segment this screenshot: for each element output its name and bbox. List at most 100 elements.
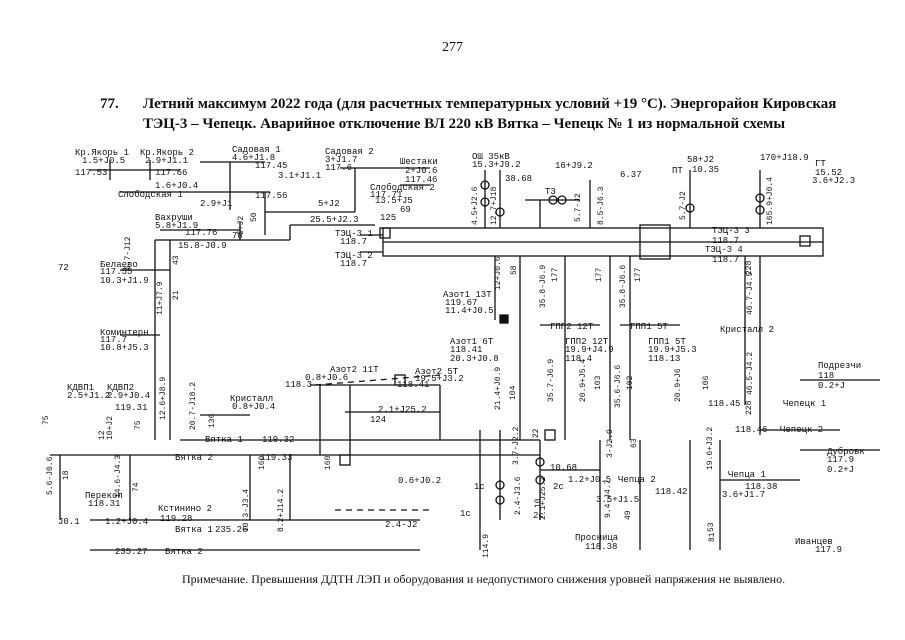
number-label: 21 <box>172 290 181 300</box>
node-label: ПТ <box>672 166 683 176</box>
vertical-label: 46.7-J4.5 <box>746 272 755 315</box>
vertical-label: 20.9+J6 <box>674 368 683 402</box>
number-label: 160 <box>324 455 333 470</box>
node-voltage: 118.41 <box>450 345 482 355</box>
node-label: Дубровк <box>827 447 865 457</box>
flow-label: 1.2+J0.5 <box>568 475 611 485</box>
node-label: 19.9+J5.3 <box>648 345 697 355</box>
node-label: 0.2+J <box>818 381 845 391</box>
node-label: 0.8+J0.6 <box>305 373 348 383</box>
node-label: 4.6+J1.8 <box>232 153 275 163</box>
node-label: ГПП1 5Т <box>648 337 686 347</box>
number-label: 228 <box>745 400 754 415</box>
node-label: Иванцев <box>795 537 833 547</box>
node-label: 3.5+J1.5 <box>596 495 639 505</box>
node-label: КДВП1 <box>67 383 94 393</box>
node-label: Подрезчи <box>818 361 861 371</box>
node-label: 2.9+J0.4 <box>107 391 150 401</box>
number-label: 22 <box>532 428 541 438</box>
node-label: Просница <box>575 533 619 543</box>
node-voltage: 119.32 <box>262 435 294 445</box>
vertical-label: 5.7-J12 <box>124 236 133 270</box>
vertical-label: 5.7-J2 <box>574 193 583 222</box>
number-label: 74 <box>132 482 141 492</box>
number-label: 125 <box>380 213 396 223</box>
flow-label: 3.1+J1.1 <box>278 171 321 181</box>
number-label: 75 <box>42 415 51 425</box>
number-label: 63 <box>630 438 639 448</box>
vertical-labels: 4.5+J2.6 12.7+J18 5.7-J2 8.5-J6.3 5.7-J2… <box>46 177 775 532</box>
vertical-label: 20.9+J5.4 <box>579 359 588 402</box>
node-voltage: 117.46 <box>405 175 437 185</box>
vertical-label: 19.6+J3.2 <box>706 427 715 470</box>
node-voltage: 118.31 <box>88 499 120 509</box>
vertical-label: 8.2+J14.2 <box>277 489 286 532</box>
number-label: 43 <box>172 255 181 265</box>
title-line-1: Летний максимум 2022 года (для расчетных… <box>143 96 837 112</box>
switch-label: 2с <box>533 511 544 521</box>
vertical-label: 10+J2 <box>106 416 115 440</box>
node-label: 16+J9.2 <box>555 161 593 171</box>
node-label: Слободская 2 <box>370 183 435 193</box>
node-voltage: 235.27 <box>115 547 147 557</box>
number-label: 78 <box>232 231 243 241</box>
node-label: Вятка 1 <box>205 435 243 445</box>
node-label: 0.8+J0.4 <box>232 402 275 412</box>
vertical-label: 5.6-J0.6 <box>46 456 55 495</box>
node-label: ГТ <box>815 159 826 169</box>
node-label: 19.9+J4.9 <box>565 345 614 355</box>
vertical-label: 35.8-J6.6 <box>619 265 628 308</box>
node-label: КДВП2 <box>107 383 134 393</box>
node-voltage: 15.52 <box>815 168 842 178</box>
number-label: 102 <box>626 375 635 390</box>
flow-label: 5+J2 <box>318 199 340 209</box>
footnote: Примечание. Превышения ДДТН ЛЭП и оборуд… <box>182 572 786 586</box>
switch-label: 2с <box>553 482 564 492</box>
number-label: 81 <box>708 532 717 542</box>
node-label: Садовая 2 <box>325 147 374 157</box>
node-voltage: 119.33 <box>260 453 292 463</box>
number-label: 114.9 <box>482 534 491 558</box>
node-label: 1.5+J0.5 <box>82 156 125 166</box>
vertical-label: 20.7-J18.2 <box>189 382 198 430</box>
vertical-label: 35.8-J6.9 <box>539 265 548 308</box>
flow-label: 2.4-J2 <box>385 520 417 530</box>
node-label: 10.8+J5.3 <box>100 343 149 353</box>
node-label: Вахруши <box>155 213 193 223</box>
node-voltage: 118.42 <box>655 487 687 497</box>
node-label: Чепецк 1 <box>783 399 826 409</box>
number-label: 69 <box>400 205 411 215</box>
number-label: 136 <box>208 413 217 428</box>
node-voltage: 117.45 <box>255 161 287 171</box>
node-voltage: 118.7 <box>712 236 739 246</box>
vertical-label: 3-J2.9 <box>606 429 615 458</box>
node-label: ТЭЦ-3 4 <box>705 245 743 255</box>
node-label: 2.5+J1.2 <box>67 391 110 401</box>
number-label: 12 <box>98 430 107 440</box>
node-label: Азот2 11Т <box>330 365 379 375</box>
node-label: Азот1 13Т <box>443 290 492 300</box>
vertical-label: 12.7+J18 <box>490 186 499 225</box>
node-label: Кстинино 2 <box>158 504 212 514</box>
node-label: Вятка 2 <box>165 547 203 557</box>
node-label: Чепецк 2 <box>780 425 823 435</box>
node-label: 5.8+J1.9 <box>155 221 198 231</box>
flow-label: 0.6+J0.2 <box>398 476 441 486</box>
node-label: Вятка 1 <box>175 525 213 535</box>
vertical-label: 2.1+J25.2 <box>539 477 548 520</box>
number-label: 58 <box>510 265 519 275</box>
node-label: Садовая 1 <box>232 145 281 155</box>
node-voltage: 118.45 <box>708 399 740 409</box>
number-label: 177 <box>551 267 560 282</box>
vertical-label: 35.6-J6.6 <box>614 365 623 408</box>
vertical-label: 4.5+J2.6 <box>471 186 480 225</box>
flow-label: 1.6+J0.4 <box>155 181 198 191</box>
loading-numbers: 50 125 78 69 43 21 58 177 177 177 228 22… <box>42 205 754 558</box>
node-label: 3.6+J2.3 <box>812 176 855 186</box>
node-label: Слободская 1 <box>118 190 183 200</box>
number-label: 106 <box>702 375 711 390</box>
vertical-label: 21.4+J0.9 <box>494 367 503 410</box>
node-label: 3+J1.7 <box>325 155 357 165</box>
node-label: Кристалл <box>230 394 273 404</box>
node-voltage: 117.55 <box>100 267 132 277</box>
